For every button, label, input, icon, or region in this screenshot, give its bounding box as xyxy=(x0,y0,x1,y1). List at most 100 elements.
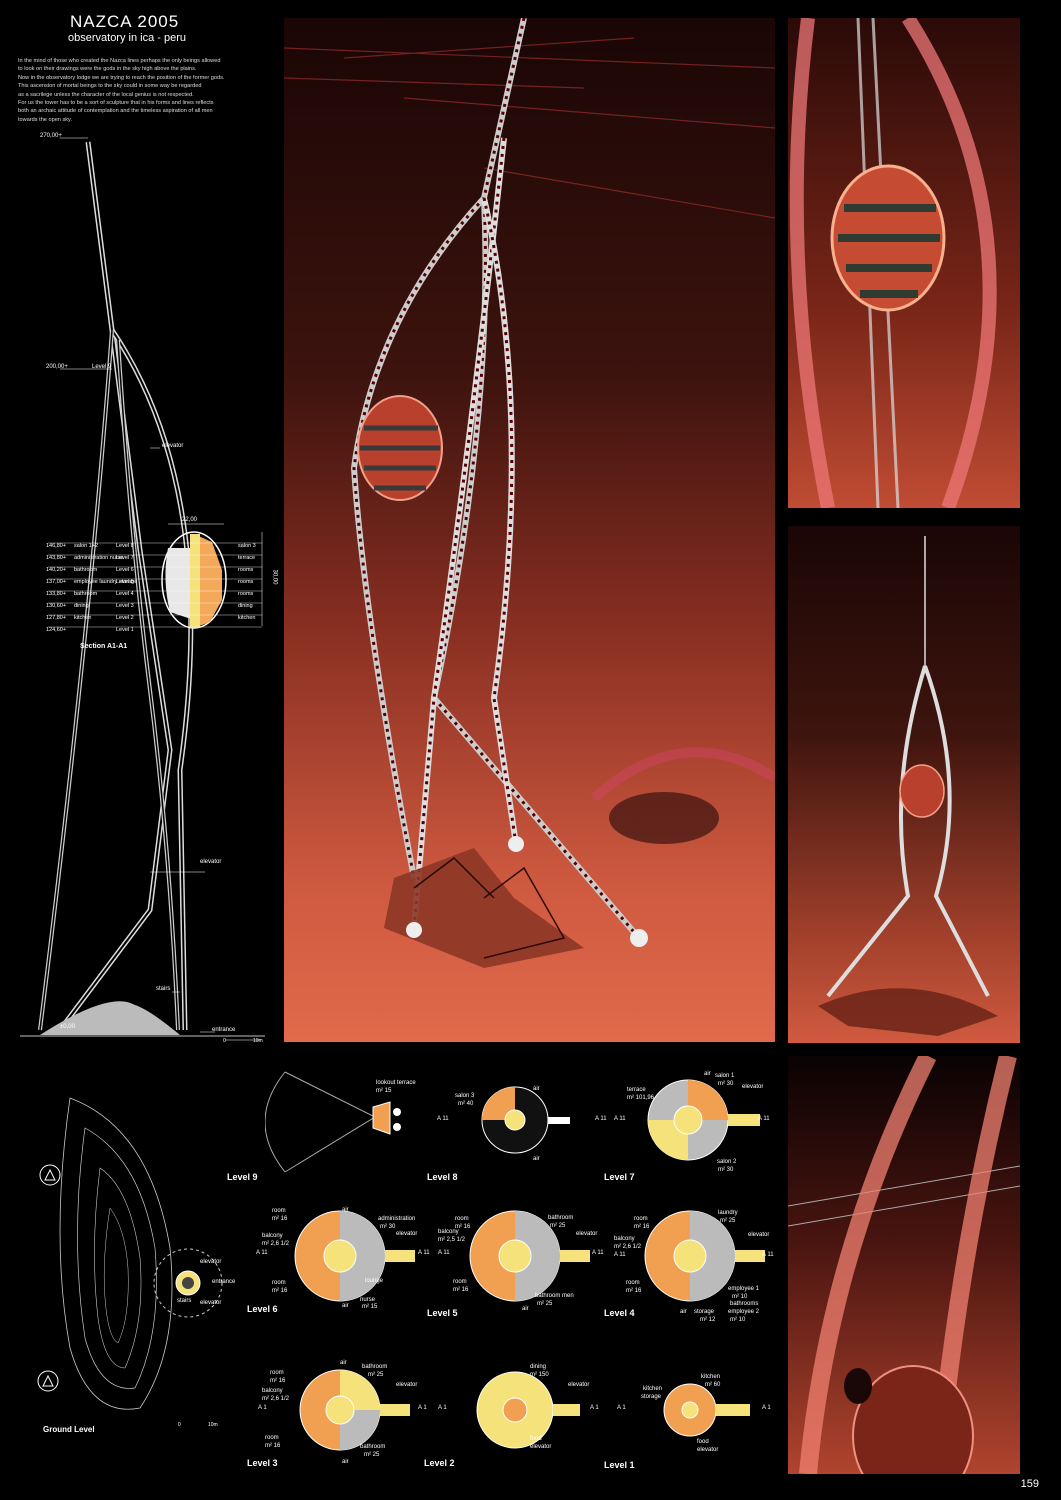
level-name: Level 3 xyxy=(116,603,134,609)
page-title: NAZCA 2005 xyxy=(70,12,180,31)
section-scale-ten: 10m xyxy=(253,1038,263,1044)
plan-1-label-6: A 1 xyxy=(617,1405,626,1411)
plan-2-title: Level 2 xyxy=(424,1458,455,1468)
level-names: Level 8 Level 7 Level 6 Level 5 Level 4 … xyxy=(116,540,134,636)
plan-4-label-0: room xyxy=(634,1216,648,1222)
level-elev: 127,80+ xyxy=(46,615,67,621)
elevator-label-upper: elevator xyxy=(162,443,184,449)
plan-level-2-drawing xyxy=(476,1371,580,1449)
plan-7-label-3: m² 30 xyxy=(718,1081,734,1087)
plan-6-label-6: m² 30 xyxy=(380,1224,396,1230)
plan-1-label-4: food xyxy=(697,1439,709,1445)
width-dim: 22,00 xyxy=(182,517,198,523)
plan-4-label-12: air xyxy=(680,1309,687,1315)
level9-label: Level 9 xyxy=(92,364,112,370)
level-name: Level 2 xyxy=(116,615,134,621)
plan-4-label-6: elevator xyxy=(748,1232,770,1238)
stairs-label: stairs xyxy=(156,986,171,992)
plan-2-label-5: A 1 xyxy=(438,1405,447,1411)
plan-3-label-6: m² 25 xyxy=(368,1372,384,1378)
room-left: kitchen xyxy=(74,615,92,621)
plan-6-label-9: room xyxy=(272,1280,286,1286)
room-left: salon 1+2 xyxy=(74,543,99,549)
ground-scale-ten: 10m xyxy=(208,1422,218,1428)
plan-3-label-8: room xyxy=(265,1435,279,1441)
plan-3-title: Level 3 xyxy=(247,1458,278,1468)
plan-5-label-13: A 11 xyxy=(592,1250,604,1256)
level-elev: 137,00+ xyxy=(46,579,67,585)
room-left: dining xyxy=(74,603,89,609)
section-scale-zero: 0 xyxy=(223,1038,226,1044)
level-name: Level 4 xyxy=(116,591,134,597)
intro-line: towards the open sky. xyxy=(18,116,72,123)
room-left: bathroom xyxy=(74,591,98,597)
plan-6-label-12: m² 15 xyxy=(362,1304,378,1310)
room-right: rooms xyxy=(238,591,254,597)
plan-5-label-11: air xyxy=(522,1306,529,1312)
plan-5-label-5: m² 25 xyxy=(550,1223,566,1229)
plan-4-label-1: m² 16 xyxy=(634,1224,650,1230)
plan-3-label-7: elevator xyxy=(396,1382,418,1388)
room-right: kitchen xyxy=(238,615,256,621)
main-render-tower xyxy=(284,18,775,968)
plan-3-label-1: m² 16 xyxy=(270,1378,286,1384)
room-right: rooms xyxy=(238,579,254,585)
level-elev: 124,60+ xyxy=(46,627,67,633)
plan-6-label-7: elevator xyxy=(396,1231,418,1237)
plan-4-title: Level 4 xyxy=(604,1308,635,1318)
plan-6-label-4: air xyxy=(342,1207,349,1213)
plan-4-label-9: employee 1 xyxy=(728,1286,760,1292)
plan-6-label-0: room xyxy=(272,1208,286,1214)
plan-4-label-8: m² 16 xyxy=(626,1288,642,1294)
plan-5-label-6: elevator xyxy=(576,1231,598,1237)
room-right: dining xyxy=(238,603,253,609)
plan-4-label-11: bathrooms xyxy=(730,1301,759,1307)
plan-9-title: Level 9 xyxy=(227,1172,258,1182)
plan-7-label-2: salon 1 xyxy=(715,1073,735,1079)
elevator-label-lower: elevator xyxy=(200,859,222,865)
plan-6-title: Level 6 xyxy=(247,1304,278,1314)
plan-9-label-0: lookout terrace xyxy=(376,1080,416,1086)
plan-3-label-11: m² 25 xyxy=(364,1452,380,1458)
plan-4-label-10: m² 10 xyxy=(732,1294,748,1300)
plan-4-label-16: m² 10 xyxy=(730,1317,746,1323)
page-number: 159 xyxy=(1020,1478,1039,1490)
room-left: employee laundry storage xyxy=(74,579,138,585)
plan-8-label-0: salon 3 xyxy=(455,1093,475,1099)
level-elev: 140,20+ xyxy=(46,567,67,573)
plan-6-label-1: m² 16 xyxy=(272,1216,288,1222)
plan-8-label-5: A 11 xyxy=(595,1116,607,1122)
plan-3-label-14: A 1 xyxy=(418,1405,427,1411)
plan-6-label-13: air xyxy=(342,1303,349,1309)
ground-entrance: entrance xyxy=(212,1279,236,1285)
plan-1-label-1: m² 60 xyxy=(705,1382,721,1388)
plan-level-5-drawing xyxy=(469,1210,590,1302)
page-subtitle: observatory in ica - peru xyxy=(68,32,186,44)
plan-5-label-9: bathroom men xyxy=(535,1293,574,1299)
plan-6-label-2: balcony xyxy=(262,1233,283,1239)
plan-1-label-5: elevator xyxy=(697,1447,719,1453)
room-left: administration nurse xyxy=(74,555,124,561)
plan-6-label-3: m² 2,6 1/2 xyxy=(262,1241,290,1247)
plan-8-title: Level 8 xyxy=(427,1172,458,1182)
pod-closeup-render xyxy=(788,18,1020,508)
plan-6-label-14: A 11 xyxy=(256,1250,268,1256)
plan-7-label-6: m² 30 xyxy=(718,1167,734,1173)
section-label: Section A1-A1 xyxy=(80,643,128,650)
intro-text: In the mind of those who created the Naz… xyxy=(18,57,288,124)
ground-stairs: stairs xyxy=(177,1298,192,1304)
plan-2-label-1: m² 150 xyxy=(530,1372,549,1378)
intro-line: This ascension of mortal beings to the s… xyxy=(18,83,202,90)
level-elevations: 146,80+ 143,80+ 140,20+ 137,00+ 133,80+ … xyxy=(46,540,66,636)
plan-level-4-drawing xyxy=(644,1210,765,1302)
level-left-rooms: salon 1+2 administration nurse bathroom … xyxy=(74,540,137,624)
level-elev: 146,80+ xyxy=(46,543,67,549)
level-name: Level 8 xyxy=(116,543,134,549)
plan-6-label-5: administration xyxy=(378,1216,416,1222)
elev-ground: ±0,00 xyxy=(60,1024,75,1030)
plan-level-6-drawing xyxy=(294,1210,415,1302)
plan-4-label-17: A 11 xyxy=(614,1252,626,1258)
plan-3-label-10: bathroom xyxy=(360,1444,386,1450)
tower-front-render xyxy=(788,526,1020,1043)
plan-7-label-7: air xyxy=(704,1071,711,1077)
